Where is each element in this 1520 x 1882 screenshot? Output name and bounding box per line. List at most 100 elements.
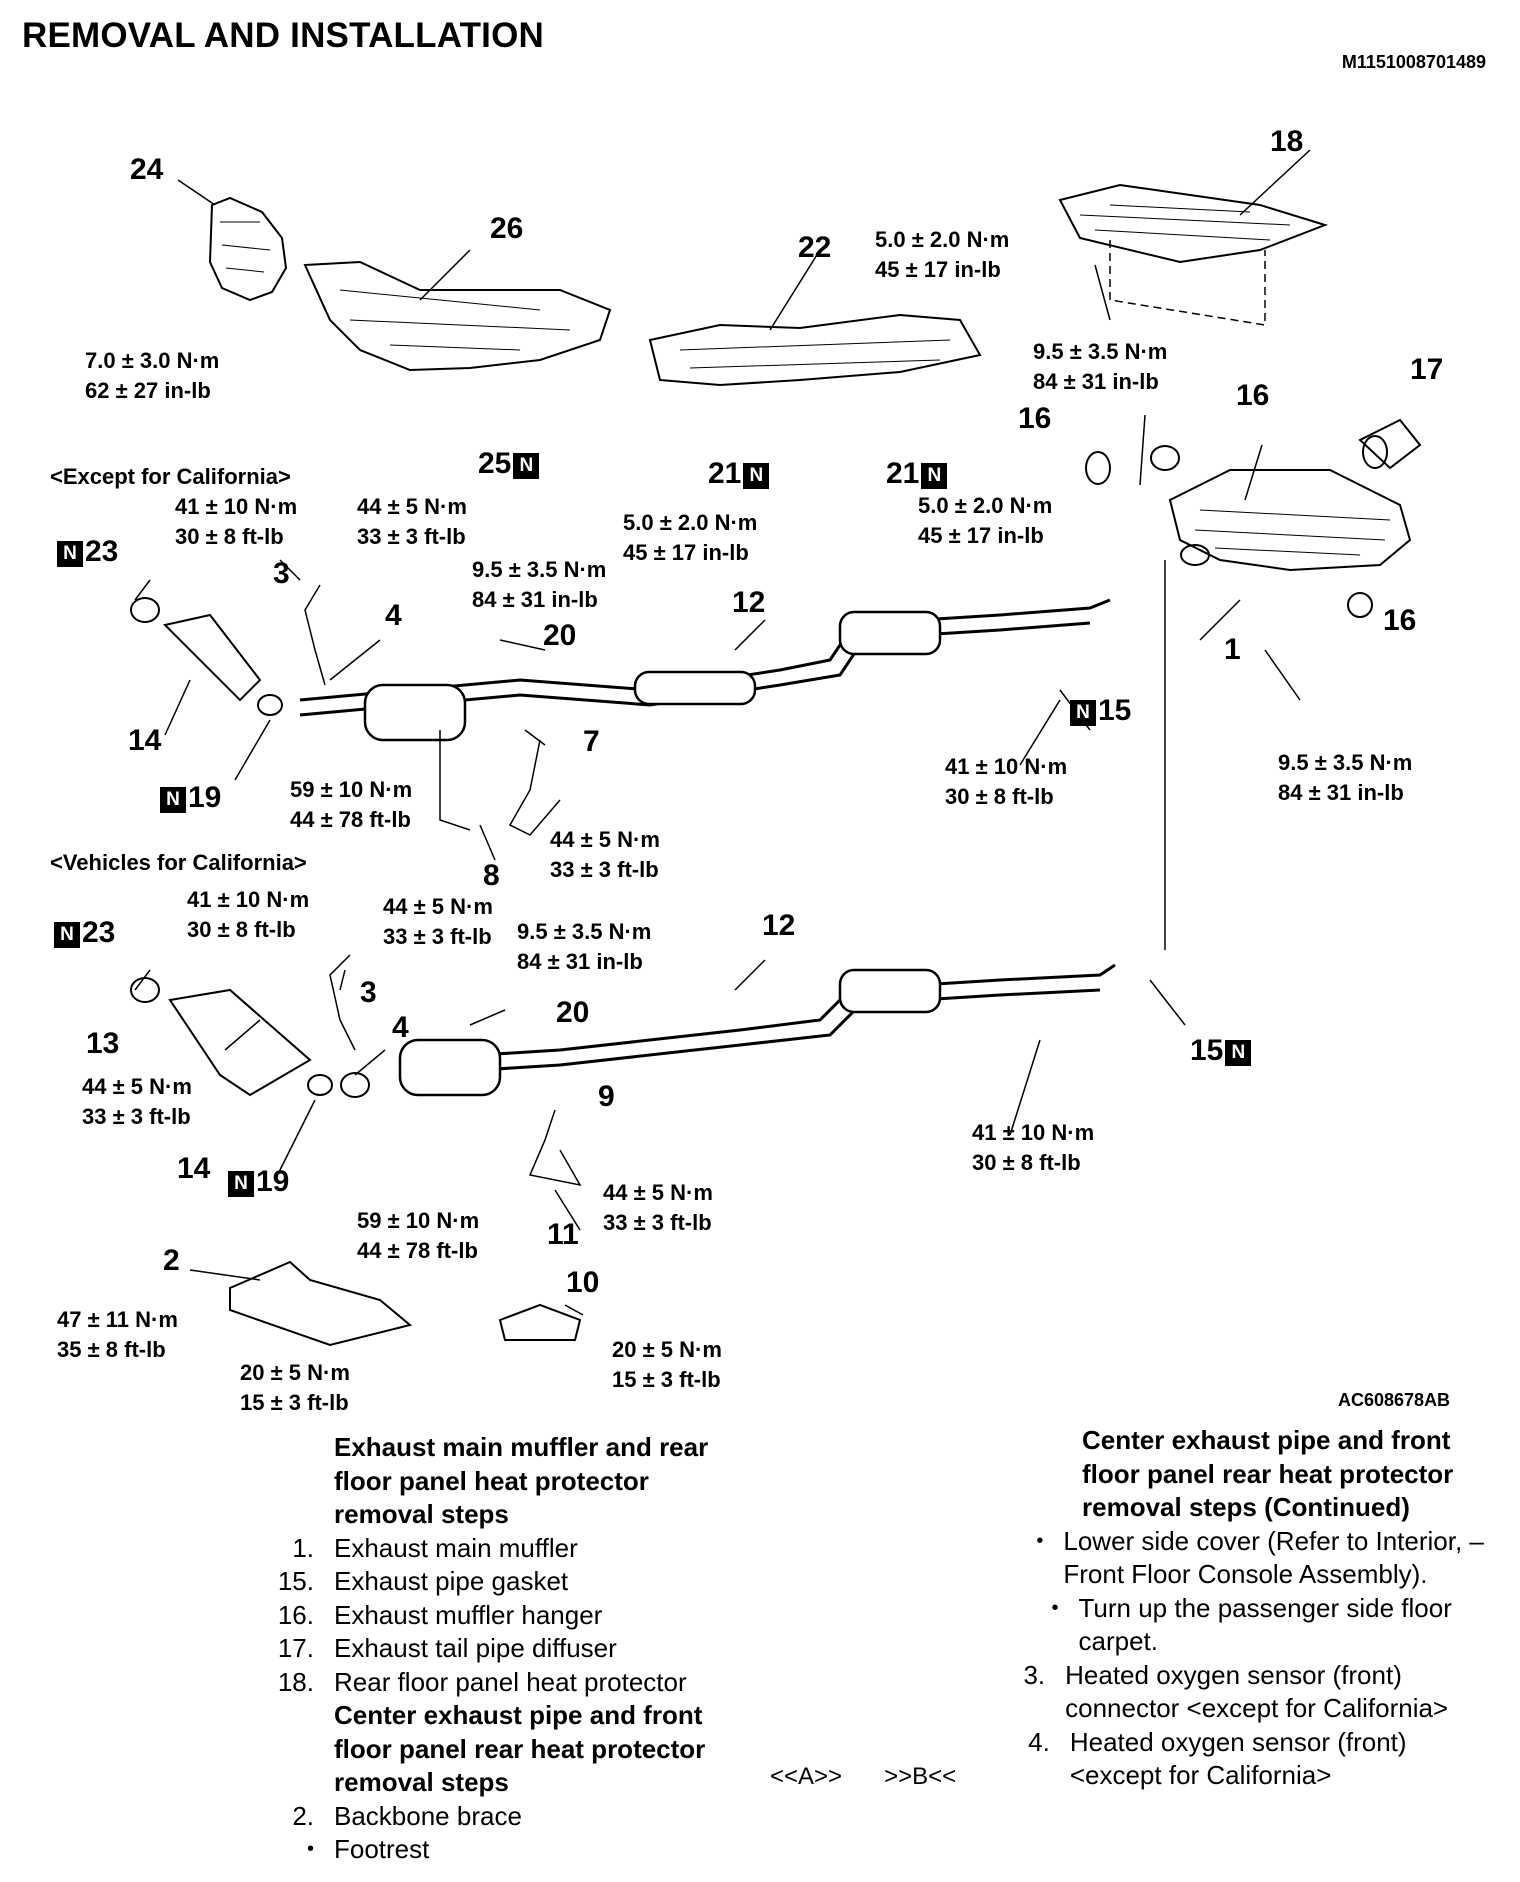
callout-17: 17 [1410,353,1444,386]
exhaust-system-diagram [130,149,1422,1347]
callout-16a: 16 [1018,402,1052,435]
step-item: •Turn up the passenger side floor carpet… [1051,1592,1452,1657]
step-item: 2.Backbone brace [292,1800,522,1831]
step-item: 3.Heated oxygen sensor (front) connector… [1023,1659,1449,1724]
new-part-marker: N [54,922,80,948]
steps-heading-continued: Center exhaust pipe and front floor pane… [1082,1425,1454,1522]
step-item: 18.Rear floor panel heat protector [277,1666,687,1697]
removal-steps-left: Exhaust main muffler and rear floor pane… [272,1431,742,1867]
callout-7: 7 [583,725,600,758]
backbone-brace [229,1260,413,1347]
step-item: 17.Exhaust tail pipe diffuser [277,1633,617,1663]
page-title: REMOVAL AND INSTALLATION [22,16,544,55]
callout-11: 11 [547,1218,579,1251]
figure-id: AC608678AB [1338,1390,1451,1410]
callout-20a: 20 [543,619,577,652]
new-part-marker: N [1225,1040,1252,1066]
ref-a: <<A>> [770,1763,843,1790]
section-except-california: <Except for California> [50,464,291,489]
document-id: M1151008701489 [1341,52,1486,72]
callout-13: 13 [86,1027,120,1060]
callout-3a: 3 [273,557,290,590]
step-item: •Footrest [306,1834,430,1864]
callout-16b: 16 [1236,379,1270,412]
heat-protector-18 [1058,183,1329,264]
heat-protector-24 [208,196,288,302]
removal-steps-right: Center exhaust pipe and front floor pane… [1020,1424,1500,1793]
callout-12b: 12 [762,909,796,942]
steps-heading-center-pipe: Center exhaust pipe and front floor pane… [334,1700,706,1797]
callout-3b: 3 [360,976,377,1009]
callout-10: 10 [566,1266,600,1299]
callout-1: 1 [1224,633,1241,666]
ref-b: >>B<< [884,1763,957,1790]
callout-14b: 14 [177,1152,211,1185]
step-item: 15.Exhaust pipe gasket [277,1566,569,1596]
bracket-10 [498,1303,582,1341]
hanger-16c [1347,592,1373,618]
tail-diffuser [1358,418,1422,470]
new-part-marker: N [1070,700,1096,726]
new-part-marker: N [513,453,540,479]
lower-catalyst [398,1038,502,1097]
new-part-marker: N [228,1171,254,1197]
front-pipe-lower [168,988,312,1097]
upper-catalyst [363,683,467,742]
callout-26: 26 [490,212,524,245]
callout-22: 22 [798,231,832,264]
main-muffler [1168,469,1412,572]
callout-9: 9 [598,1080,615,1113]
callout-24: 24 [130,153,164,186]
callout-2: 2 [163,1244,180,1277]
section-vehicles-california: <Vehicles for California> [50,850,307,875]
callout-4a: 4 [385,599,402,632]
heat-protector-22 [648,313,982,387]
callout-4b: 4 [392,1011,409,1044]
callout-20b: 20 [556,996,590,1029]
callout-18: 18 [1270,125,1304,158]
hanger-16b [1150,445,1180,471]
new-part-marker: N [743,463,770,489]
procedure-refs: <<A>> >>B<< [770,1763,998,1791]
callout-16c: 16 [1383,604,1417,637]
step-item: 4.Heated oxygen sensor (front) <except f… [1028,1726,1407,1791]
step-item: 16.Exhaust muffler hanger [277,1599,603,1630]
front-pipe-upper [163,613,262,702]
new-part-marker: N [160,787,186,813]
heat-protector-26 [303,260,612,372]
callout-14a: 14 [128,724,162,757]
step-item: 1.Exhaust main muffler [292,1532,578,1563]
steps-heading-muffler: Exhaust main muffler and rear floor pane… [334,1432,709,1529]
center-pipe-lower [399,963,1116,1062]
hanger-16a [1085,451,1111,485]
